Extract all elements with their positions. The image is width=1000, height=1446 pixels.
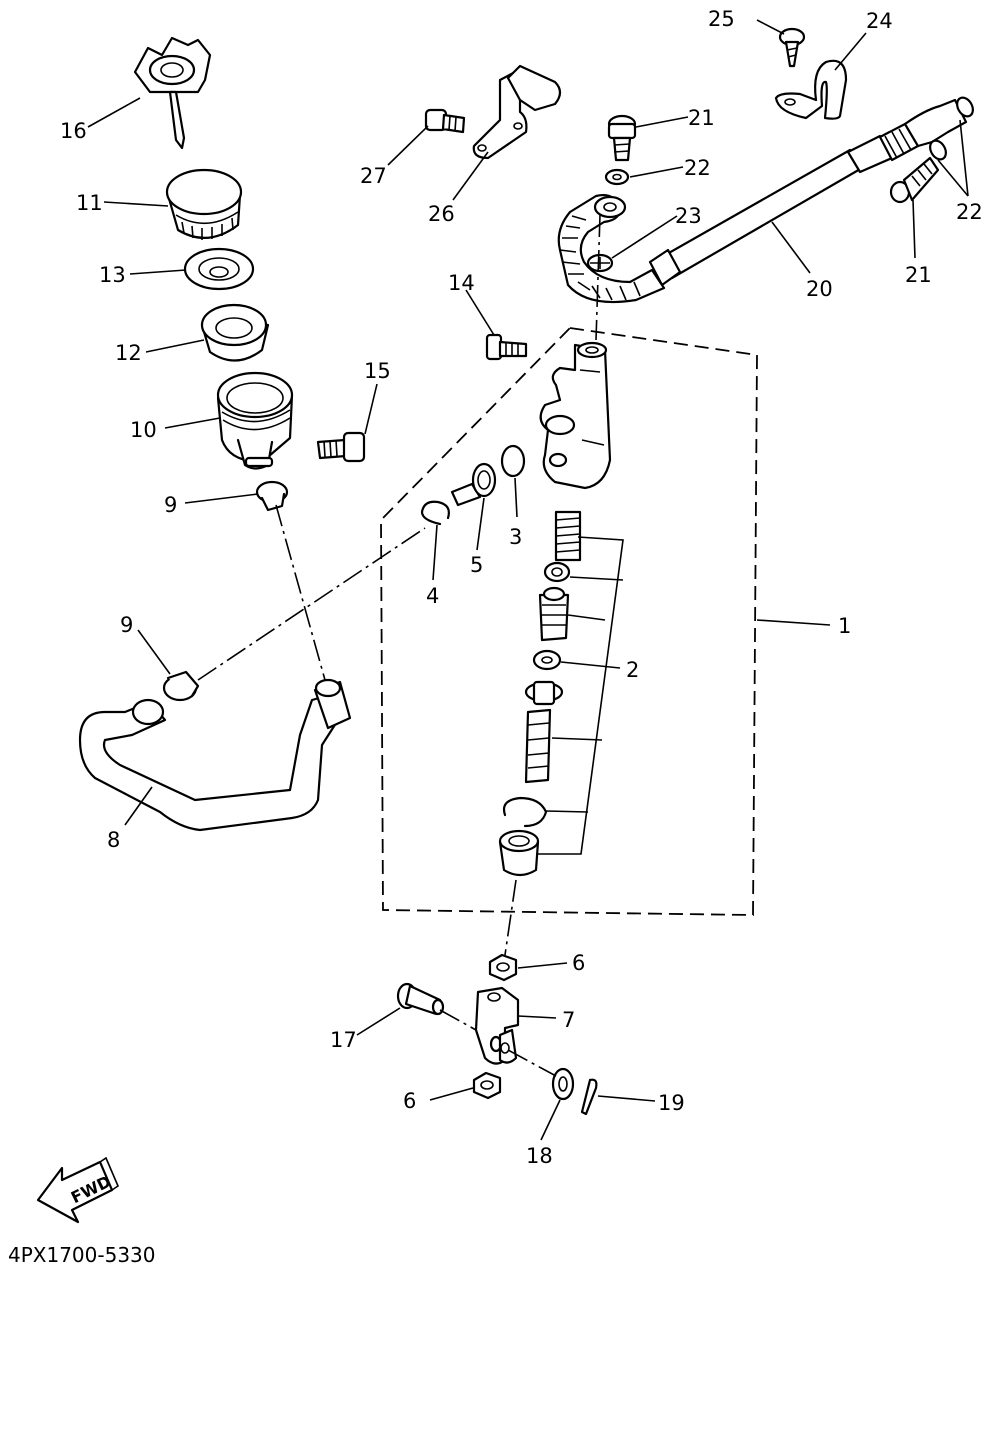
- callout-3: 3: [509, 525, 522, 549]
- part-9-hose-clip-upper: [255, 480, 289, 512]
- callout-22-upper: 22: [684, 156, 711, 180]
- part-22-washer-upper: [604, 168, 630, 186]
- callout-26: 26: [428, 202, 455, 226]
- callout-18: 18: [526, 1144, 553, 1168]
- part-13-diaphragm-plate: [183, 247, 255, 291]
- part-18-washer: [551, 1067, 575, 1101]
- part-7-clevis: [474, 986, 520, 1065]
- callout-9-upper: 9: [164, 493, 177, 517]
- part-19-cotter-pin: [580, 1078, 598, 1116]
- callout-27: 27: [360, 164, 387, 188]
- piston: [538, 586, 570, 642]
- primary-cup: [543, 561, 571, 583]
- drawing-code: 4PX1700-5330: [8, 1243, 156, 1267]
- callout-24: 24: [866, 9, 893, 33]
- forward-direction-arrow: FWD: [36, 1156, 119, 1224]
- part-9-hose-clip-lower: [162, 670, 200, 702]
- callout-17: 17: [330, 1028, 357, 1052]
- push-rod: [524, 680, 564, 784]
- part-6-nut-upper: [488, 953, 518, 982]
- part-21-union-bolt-upper: [607, 114, 637, 162]
- callout-6-upper: 6: [572, 951, 585, 975]
- part-6-nut-lower: [472, 1071, 502, 1100]
- callout-13: 13: [99, 263, 126, 287]
- callout-20: 20: [806, 277, 833, 301]
- callout-21-upper: 21: [688, 106, 715, 130]
- part-10-reservoir-tank: [216, 371, 294, 470]
- part-3-o-ring: [500, 444, 526, 478]
- leader-lines: [87, 19, 969, 1141]
- spring: [554, 510, 582, 562]
- callout-16: 16: [60, 119, 87, 143]
- callout-19: 19: [658, 1091, 685, 1115]
- part-16-baffle: [133, 36, 212, 150]
- callout-4: 4: [426, 584, 439, 608]
- callout-22-right: 22: [956, 200, 983, 224]
- part-15-bolt: [316, 431, 366, 463]
- callout-2: 2: [626, 658, 639, 682]
- master-cylinder-body: [539, 341, 612, 490]
- callout-6-lower: 6: [403, 1089, 416, 1113]
- callout-25: 25: [708, 7, 735, 31]
- callout-labels: 1 2 3 4 5 6 6 7 8 9 9 10 11 12 13 14 15 …: [60, 7, 983, 1168]
- callout-21-lower: 21: [905, 263, 932, 287]
- part-22-washer-right-b: [929, 139, 947, 161]
- callout-11: 11: [76, 191, 103, 215]
- part-5-hose-joint: [450, 462, 497, 507]
- part-24-hose-guide: [774, 59, 848, 120]
- part-4-circlip: [420, 500, 450, 526]
- part-22-washer-right-a: [956, 96, 974, 118]
- part-25-screw: [778, 27, 806, 68]
- callout-5: 5: [470, 553, 483, 577]
- callout-14: 14: [448, 271, 475, 295]
- callout-7: 7: [562, 1008, 575, 1032]
- group-bracket: [538, 536, 624, 855]
- callout-8: 8: [107, 828, 120, 852]
- part-11-reservoir-cap: [165, 168, 243, 240]
- callout-15: 15: [364, 359, 391, 383]
- callout-9-lower: 9: [120, 613, 133, 637]
- part-2-cup: [532, 649, 562, 671]
- part-8-reservoir-hose: [78, 678, 352, 832]
- assembly-outline: [380, 327, 758, 916]
- dust-boot: [498, 829, 540, 877]
- part-20-brake-hose: [557, 98, 968, 304]
- part-23-screw: [586, 253, 614, 273]
- callout-1: 1: [838, 614, 851, 638]
- part-14-bolt: [485, 333, 528, 361]
- circlip-internal: [502, 796, 548, 828]
- callout-23: 23: [675, 204, 702, 228]
- part-17-clevis-pin: [396, 982, 445, 1016]
- part-21-union-bolt-lower: [889, 156, 940, 204]
- part-12-diaphragm: [200, 303, 270, 362]
- callout-10: 10: [130, 418, 157, 442]
- center-lines: [197, 214, 601, 1077]
- callout-12: 12: [115, 341, 142, 365]
- part-26-bracket: [472, 64, 562, 160]
- part-27-bolt: [424, 108, 466, 134]
